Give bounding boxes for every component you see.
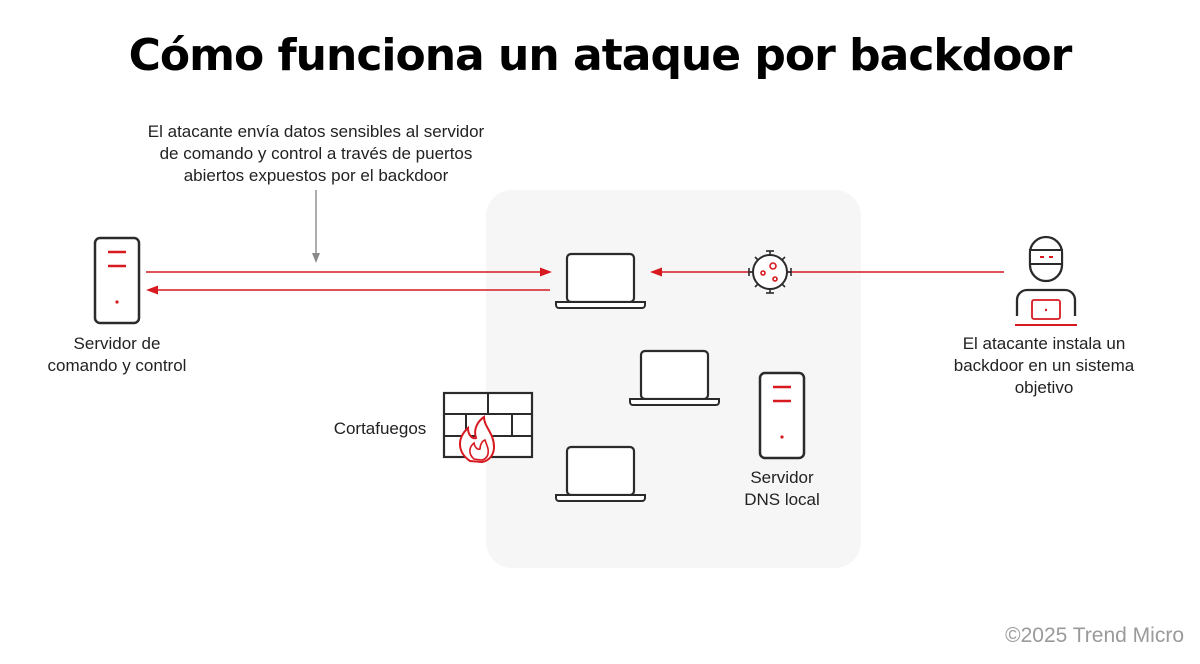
attacker-label-line: backdoor en un sistema <box>953 356 1135 375</box>
firewall-label: Cortafuegos <box>320 418 440 440</box>
c2-server-label-line: Servidor de <box>73 334 161 353</box>
network-laptop-icon <box>555 445 646 502</box>
attacker-label-line: objetivo <box>1014 378 1074 397</box>
dns-server-label: Servidor DNS local <box>722 467 842 511</box>
infection-arrow <box>650 267 1004 277</box>
attacker-label-line: El atacante instala un <box>962 334 1126 353</box>
target-laptop-icon <box>555 252 646 309</box>
command-arrow <box>146 285 550 295</box>
exfiltration-annotation: El atacante envía datos sensibles al ser… <box>118 121 514 187</box>
copyright-notice: ©2025 Trend Micro <box>1005 624 1184 647</box>
attacker-hacker-icon <box>1015 235 1077 326</box>
annotation-pointer-arrow <box>312 190 320 263</box>
annotation-line: abiertos expuestos por el backdoor <box>183 166 449 185</box>
dns-server-label-line: DNS local <box>744 490 820 509</box>
exfiltration-arrow <box>146 267 552 277</box>
firewall-label-line: Cortafuegos <box>333 419 427 438</box>
page-title: Cómo funciona un ataque por backdoor <box>128 30 1073 81</box>
c2-server-label: Servidor de comando y control <box>37 333 197 377</box>
annotation-line: de comando y control a través de puertos <box>159 144 473 163</box>
c2-server-label-line: comando y control <box>47 356 187 375</box>
dns-server-icon <box>758 371 806 460</box>
c2-server-icon <box>93 236 141 325</box>
firewall-icon <box>442 391 534 464</box>
malware-virus-icon <box>748 250 792 294</box>
attacker-label: El atacante instala un backdoor en un si… <box>934 333 1154 399</box>
dns-server-label-line: Servidor <box>750 468 814 487</box>
annotation-line: El atacante envía datos sensibles al ser… <box>147 122 485 141</box>
network-laptop-icon <box>629 349 720 406</box>
